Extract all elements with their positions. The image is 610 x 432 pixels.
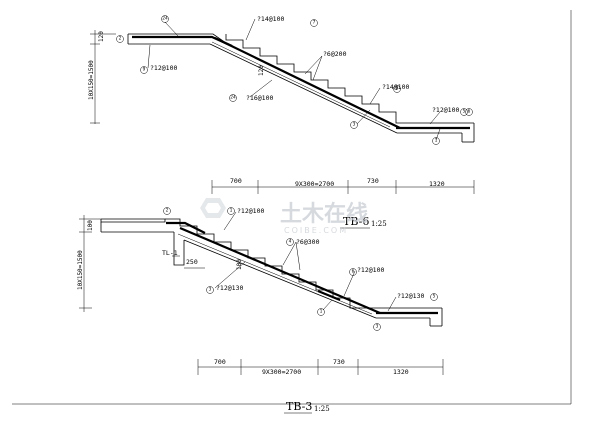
tb3-title: TB-3: [286, 400, 312, 413]
tb6-marker: 6: [465, 108, 473, 116]
tb3-vdim-small: 100: [87, 220, 94, 231]
tb6-rebar-label: ?16@100: [246, 94, 273, 102]
tb6-marker: 2: [116, 35, 124, 43]
tb3-scale: 1:25: [314, 405, 330, 413]
svg-text:3: 3: [376, 324, 379, 330]
tb6-dim: 9X300=2700: [295, 180, 334, 188]
watermark-logo: 土木在线 COIBE.COM: [200, 198, 368, 235]
tb6-marker: 9: [140, 66, 148, 74]
tb6-marker: 24: [229, 94, 237, 102]
tb3-beam: [173, 232, 185, 266]
svg-text:5: 5: [433, 294, 436, 300]
svg-text:9: 9: [143, 67, 146, 73]
tb6-dim: 1320: [429, 180, 445, 188]
tb3-marker: 4: [286, 238, 294, 246]
watermark-cn: 土木在线: [280, 201, 368, 227]
tb3-main-rebar: [179, 226, 381, 315]
svg-text:1: 1: [435, 138, 438, 144]
svg-text:1: 1: [320, 309, 323, 315]
tb3-marker: 5: [430, 293, 438, 301]
watermark-emblem: [200, 198, 226, 218]
tb6-vdim: 10X150=1500: [88, 60, 95, 100]
tb6-dim: 730: [367, 177, 379, 185]
tb6-slab-bottom: [209, 43, 398, 134]
svg-text:6: 6: [352, 269, 355, 275]
tb3-marker: 2: [163, 207, 171, 215]
tb6-rebar-label: ?12@100: [150, 64, 177, 72]
tb6-marker: 1: [432, 137, 440, 145]
tb6-rebar-label: ?12@100: [432, 106, 459, 114]
tb3-beam-label: TL-1: [162, 249, 178, 257]
tb3-beam-width: 250: [186, 258, 198, 266]
tb6-marker: 5: [460, 108, 468, 116]
svg-text:4: 4: [289, 239, 292, 245]
tb6-rebar-label: ?14@100: [382, 83, 409, 91]
tb3-slab-bottom: [183, 239, 377, 319]
tb3-dim: 700: [214, 358, 226, 366]
tb3-section: ?12@100 ?6@300 ?12@100 ?12@130 ?12@130 T…: [77, 207, 444, 414]
tb6-main-rebar: [214, 37, 401, 129]
tb3-marker: 3: [373, 323, 381, 331]
tb3-top-landing: [100, 218, 166, 223]
tb6-rebar-label: ?14@100: [257, 15, 284, 23]
tb3-dim: 1320: [393, 368, 409, 376]
tb3-dim: 9X300=2700: [262, 368, 301, 376]
tb3-rebar-label: ?12@130: [397, 292, 424, 300]
tb6-title: TB-6: [343, 215, 369, 228]
tb6-rebar-label: ?6@200: [323, 50, 347, 58]
tb6-section: ?14@100 ?12@100 ?16@100 ?6@200 ?14@100 ?…: [88, 15, 475, 229]
tb6-marker: 6: [393, 85, 401, 93]
svg-text:6: 6: [396, 86, 399, 92]
tb3-vdim: 10X150=1500: [77, 250, 84, 290]
tb6-slab-thk: 120: [258, 65, 265, 76]
tb3-rebar-label: ?12@130: [216, 284, 243, 292]
tb3-marker: 1: [317, 308, 325, 316]
svg-text:2: 2: [166, 208, 169, 214]
svg-text:3: 3: [209, 287, 212, 293]
tb3-dim: 730: [333, 358, 345, 366]
tb6-marker: 7: [310, 19, 318, 27]
svg-text:3: 3: [353, 122, 356, 128]
svg-text:5: 5: [463, 109, 466, 115]
svg-text:6: 6: [468, 109, 471, 115]
tb3-steps: [165, 218, 390, 309]
tb3-marker: 6: [349, 268, 357, 276]
tb6-marker: 3: [350, 121, 358, 129]
tb3-marker: 3: [206, 286, 214, 294]
svg-text:1: 1: [230, 208, 233, 214]
svg-text:2: 2: [119, 36, 122, 42]
watermark-en: COIBE.COM: [284, 226, 348, 235]
tb3-marker: 1: [227, 207, 235, 215]
tb3-rebar-label: ?12@100: [237, 207, 264, 215]
tb6-steps: [225, 34, 430, 124]
tb6-marker: 24: [161, 15, 169, 23]
tb6-dim: 700: [230, 177, 242, 185]
tb6-top-landing: [128, 33, 227, 44]
tb6-scale: 1:25: [371, 220, 387, 228]
tb3-slab-thk: 100: [236, 259, 243, 270]
tb3-top-rebar: [166, 221, 206, 234]
tb6-vdim-small: 120: [98, 31, 105, 42]
tb3-rebar-label: ?12@100: [357, 266, 384, 274]
svg-text:24: 24: [162, 16, 168, 22]
svg-text:24: 24: [230, 95, 236, 101]
svg-text:7: 7: [313, 20, 316, 26]
tb3-rebar-label: ?6@300: [296, 238, 320, 246]
